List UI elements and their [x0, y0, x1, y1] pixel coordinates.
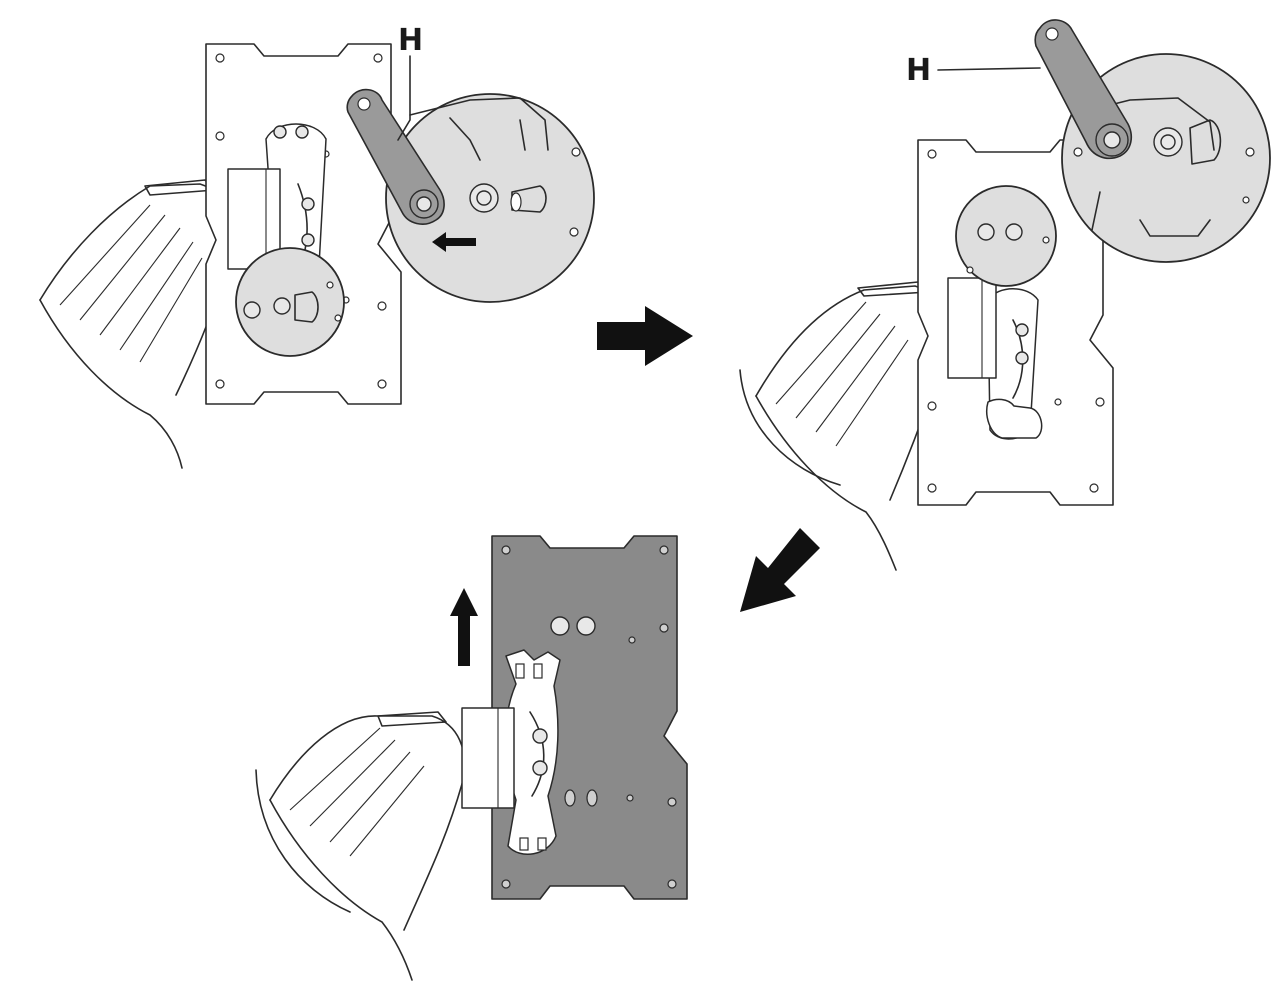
arrow-right-icon	[597, 306, 693, 366]
wrench-label-h: H	[398, 23, 423, 58]
arrow-down-left-icon	[740, 528, 820, 612]
monitor-arm	[739, 281, 949, 571]
monitor-arm	[255, 711, 466, 981]
monitor-arm	[39, 179, 235, 469]
arrow-left-icon	[432, 232, 476, 252]
zoom-detail-lower	[955, 185, 1057, 287]
step-3-illustration	[255, 535, 688, 981]
step-2-illustration: H	[739, 19, 1271, 571]
zoom-detail-wrench	[346, 88, 595, 303]
step-1-illustration: H	[39, 23, 595, 469]
wrench-label-h: H	[906, 53, 931, 88]
zoom-detail-wrench	[1034, 19, 1271, 263]
zoom-detail-lower	[235, 247, 345, 357]
tilt-bracket	[461, 649, 561, 855]
arrow-up-icon	[450, 588, 478, 666]
